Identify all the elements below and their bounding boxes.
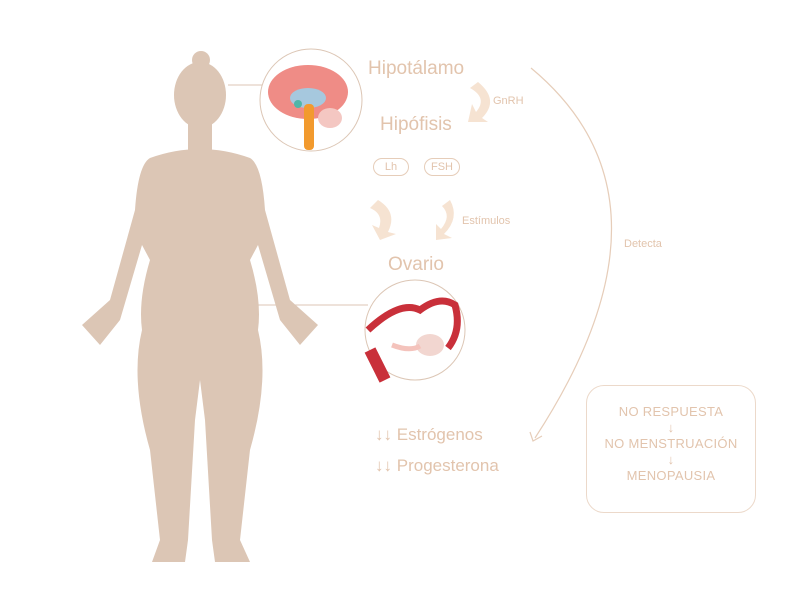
down-arrow-icon: ↓	[667, 420, 675, 435]
progesterone-label: Progesterona	[396, 456, 499, 475]
progesterone-row: ↓↓ Progesterona	[375, 456, 499, 476]
fsh-arrow-icon	[436, 200, 454, 240]
brain-illustration	[259, 48, 363, 152]
detecta-arrowhead-icon	[529, 431, 543, 442]
no-menstruation-text: NO MENSTRUACIÓN	[604, 436, 738, 451]
lh-pill: Lh	[373, 158, 409, 176]
stimuli-label: Estímulos	[462, 215, 511, 227]
outcome-box: NO RESPUESTA ↓ NO MENSTRUACIÓN ↓ MENOPAU…	[586, 385, 756, 513]
lh-arrow-icon	[370, 200, 396, 240]
down-arrow-icon: ↓	[667, 452, 675, 467]
menopause-text: MENOPAUSIA	[626, 468, 716, 483]
hypothalamus-label: Hipotálamo	[368, 58, 465, 79]
gnrh-arrow-icon	[468, 82, 491, 122]
ovary-illustration	[364, 279, 466, 383]
estrogen-label: Estrógenos	[396, 425, 483, 444]
decrease-icon: ↓↓	[375, 456, 392, 475]
pituitary-label: Hipófisis	[380, 114, 452, 135]
fsh-pill: FSH	[424, 158, 460, 176]
detecta-curve	[530, 67, 613, 439]
detects-label: Detecta	[624, 238, 662, 250]
no-response-text: NO RESPUESTA	[618, 404, 724, 419]
estrogen-row: ↓↓ Estrógenos	[375, 425, 483, 445]
female-silhouette	[82, 51, 318, 562]
ovary-label: Ovario	[388, 254, 444, 275]
curved-arrows	[370, 82, 491, 240]
decrease-icon: ↓↓	[375, 425, 392, 444]
gnrh-label: GnRH	[493, 95, 524, 107]
